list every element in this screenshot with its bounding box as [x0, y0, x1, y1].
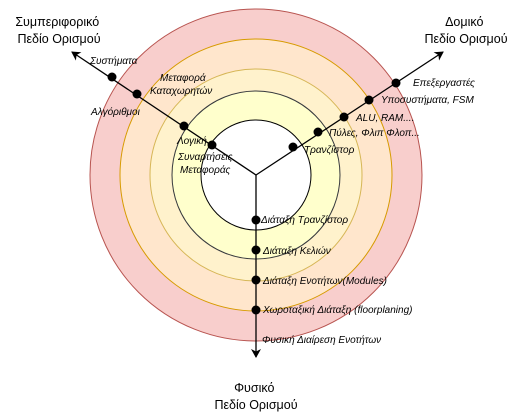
structural-label-gates: Πύλες, Φλιπ Φλοπ...	[329, 127, 420, 139]
behavioral-axis-title: Συμπεριφορικό Πεδίο Ορισμού	[15, 15, 102, 46]
structural-axis	[255, 51, 444, 176]
structural-node-transistor	[288, 142, 298, 152]
physical-label-cell-layout: Διάταξη Κελιών	[262, 245, 331, 257]
physical-node-cell-layout	[251, 245, 261, 255]
structural-node-processors	[391, 78, 401, 88]
structural-label-alu-ram: ALU, RAM....	[355, 113, 414, 124]
behavioral-node-register-transfer	[179, 121, 189, 131]
structural-label-subsystems: Υποσυστήματα, FSM	[381, 94, 474, 106]
physical-node-transistor-layout	[251, 215, 261, 225]
physical-label-transistor-layout: Διάταξη Τρανζίστορ	[260, 214, 348, 226]
structural-node-subsystems	[364, 95, 374, 105]
behavioral-label-algorithms: Αλγόριθμοι	[90, 106, 141, 118]
physical-axis-title: Φυσικό Πεδίο Ορισμού	[214, 381, 297, 412]
behavioral-node-logic	[207, 140, 217, 150]
physical-label-floorplanning: Χωροταξική Διάταξη (floorplaning)	[262, 304, 412, 316]
behavioral-label-logic: Λογική	[176, 135, 207, 147]
behavioral-label-register-transfer: Μεταφορά Καταχωρητών	[150, 72, 212, 97]
structural-node-alu-ram	[339, 112, 349, 122]
structural-axis-title: Δομικό Πεδίο Ορισμού	[424, 15, 507, 46]
structural-label-transistor: Τρανζίστορ	[304, 144, 355, 156]
behavioral-node-algorithms	[132, 89, 142, 99]
behavioral-node-systems	[107, 72, 117, 82]
behavioral-label-systems: Συστήματα	[89, 55, 138, 67]
behavioral-label-transfer-functions: Συναρτήσεις Μεταφοράς	[177, 151, 235, 176]
physical-label-module-layout: Διάταξη Ενοτήτων(Modules)	[262, 275, 387, 287]
structural-label-processors: Επεξεργαστές	[413, 77, 475, 89]
physical-node-floorplanning	[251, 305, 261, 315]
physical-label-partitioning: Φυσική Διαίρεση Ενοτήτων	[262, 334, 381, 346]
structural-node-gates	[313, 127, 323, 137]
behavioral-axis	[71, 51, 257, 176]
physical-node-module-layout	[251, 275, 261, 285]
